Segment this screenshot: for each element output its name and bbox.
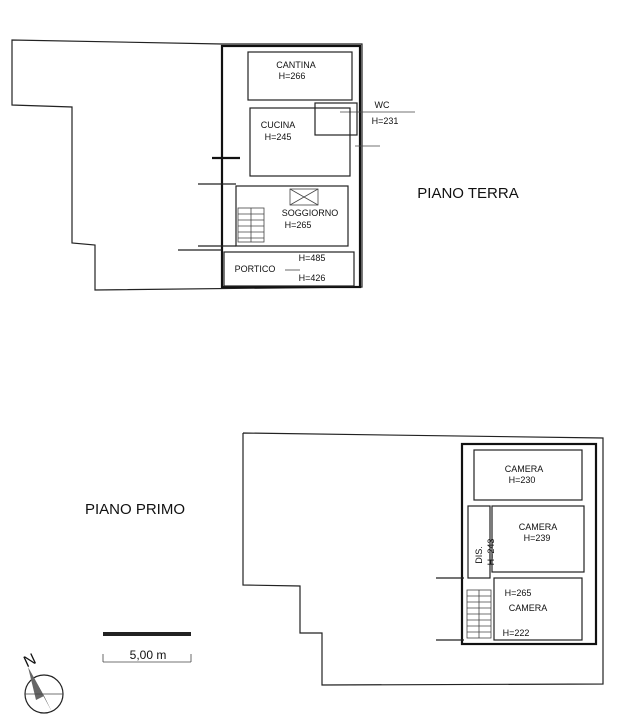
cantina-name: CANTINA (276, 60, 316, 70)
first-floor-building (460, 442, 598, 646)
room-wc (314, 102, 358, 136)
wc-name: WC (375, 100, 390, 110)
portico-height-1: H=485 (299, 253, 326, 263)
dis-height: H=243 (486, 539, 496, 566)
portico-name: PORTICO (235, 264, 276, 274)
first-floor-outline (242, 432, 604, 686)
room-portico (223, 251, 355, 287)
stair-ground-floor (237, 207, 265, 243)
room-cantina (247, 51, 353, 101)
wc-height: H=231 (372, 116, 399, 126)
dis-name: DIS. (474, 546, 484, 564)
camera-3-name: CAMERA (509, 603, 548, 613)
ground-floor-outline (11, 39, 363, 291)
cucina-name: CUCINA (261, 120, 296, 130)
room-camera-1 (473, 449, 583, 501)
north-arrow: N (21, 651, 64, 714)
ground-floor-building (220, 44, 362, 289)
room-soggiorno (235, 185, 349, 247)
camera-1-name: CAMERA (505, 464, 544, 474)
stair-first-floor (466, 589, 492, 639)
camera-2-height: H=239 (524, 533, 551, 543)
camera-3-height-2: H=222 (503, 628, 530, 638)
portico-height-2: H=426 (299, 273, 326, 283)
first-floor-title: PIANO PRIMO (85, 501, 185, 518)
first-floor-plan: CAMERA H=230 CAMERA H=239 DIS. H=243 H=2… (85, 432, 604, 686)
room-camera-2 (491, 505, 585, 573)
north-label: N (21, 651, 39, 671)
room-dis (467, 505, 491, 579)
room-cucina (249, 107, 351, 177)
cantina-height: H=266 (279, 71, 306, 81)
camera-3-height-1: H=265 (505, 588, 532, 598)
camera-2-name: CAMERA (519, 522, 558, 532)
ground-floor-title: PIANO TERRA (417, 185, 518, 202)
scale-bar: 5,00 m (102, 632, 192, 663)
scale-label: 5,00 m (130, 648, 167, 662)
cucina-height: H=245 (265, 132, 292, 142)
soggiorno-name: SOGGIORNO (282, 208, 339, 218)
soggiorno-height: H=265 (285, 220, 312, 230)
room-camera-3 (493, 577, 583, 641)
camera-1-height: H=230 (509, 475, 536, 485)
ground-floor-plan: CANTINA H=266 WC H=231 CUCINA H=245 SOGG… (11, 39, 519, 291)
